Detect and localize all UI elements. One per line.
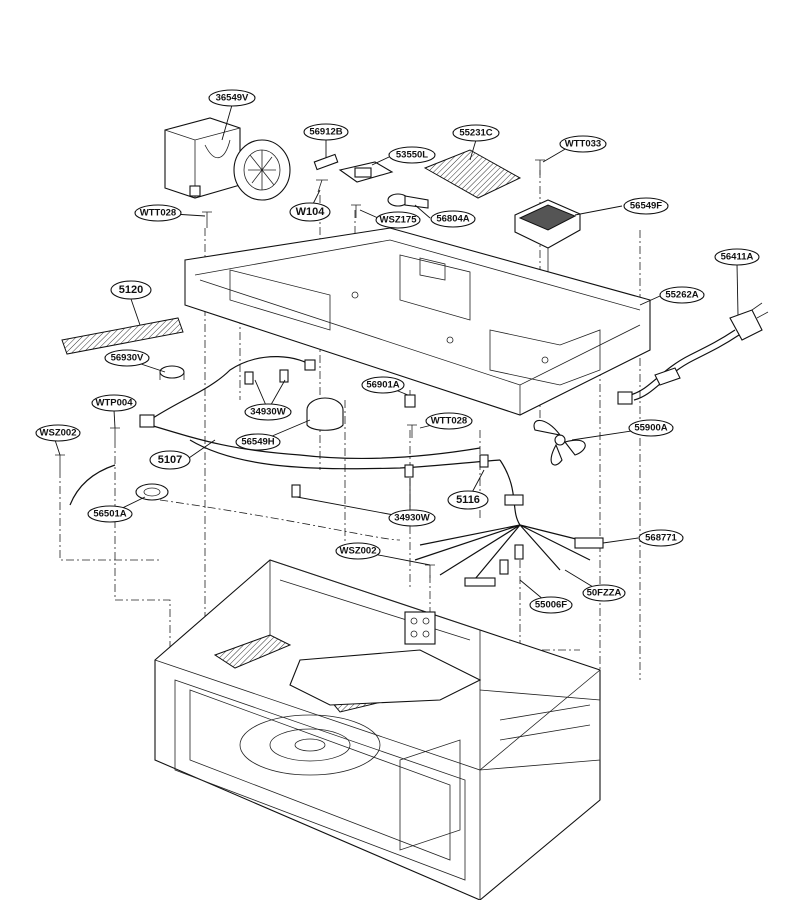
- callout-50fzza: 50FZZA: [582, 584, 626, 602]
- svg-text:WSZ175: WSZ175: [380, 215, 418, 226]
- wire-harness-5107: [139, 356, 501, 498]
- svg-text:55262A: 55262A: [665, 290, 698, 301]
- thermostat-56930v: [159, 365, 185, 380]
- wire-harness-568771: [414, 459, 604, 587]
- duct-5120: [61, 317, 184, 355]
- callout-55006f: 55006F: [529, 596, 573, 614]
- blower-fan-assembly: [164, 117, 291, 201]
- callout-wtt033: WTT033: [559, 135, 607, 153]
- base-plate-55262a: [184, 227, 651, 416]
- svg-text:5116: 5116: [456, 494, 480, 506]
- svg-text:34930W: 34930W: [250, 407, 285, 418]
- power-cord-56411a: [617, 302, 769, 405]
- callout-wtp004: WTP004: [91, 394, 137, 412]
- svg-text:55231C: 55231C: [459, 128, 492, 139]
- callouts: 36549V 56912B 53550L 55231C WTT033 WTT02…: [35, 89, 760, 614]
- callout-55231c: 55231C: [452, 124, 500, 142]
- svg-text:56901A: 56901A: [366, 380, 399, 391]
- callout-56930v: 56930V: [104, 349, 150, 367]
- callout-56901a: 56901A: [361, 376, 405, 394]
- svg-text:56501A: 56501A: [93, 509, 126, 520]
- callout-5107: 5107: [149, 450, 191, 470]
- callout-55262a: 55262A: [659, 286, 705, 304]
- svg-text:56804A: 56804A: [436, 214, 469, 225]
- svg-text:55900A: 55900A: [634, 423, 667, 434]
- sensor-56804a: [387, 193, 429, 209]
- callout-wsz002-mid: WSZ002: [335, 542, 381, 560]
- svg-text:56549F: 56549F: [630, 201, 662, 212]
- callout-34930w-upper: 34930W: [244, 403, 292, 421]
- callout-56411a: 56411A: [714, 248, 760, 266]
- svg-text:55006F: 55006F: [535, 600, 567, 611]
- screws-top: [202, 159, 545, 228]
- thermal-fuse-56912b: [313, 153, 339, 171]
- callout-wtt028-mid: WTT028: [425, 412, 473, 430]
- callout-34930w-lower: 34930W: [388, 509, 436, 527]
- switch-56901a: [404, 390, 416, 408]
- svg-text:56912B: 56912B: [309, 127, 342, 138]
- callout-56501a: 56501A: [87, 505, 133, 523]
- svg-text:WTP004: WTP004: [96, 398, 134, 409]
- fan-blade-55900a: [533, 419, 586, 466]
- motor-56549h: [306, 397, 344, 431]
- callout-wsz175: WSZ175: [375, 211, 421, 229]
- filter-55231c: [423, 149, 522, 199]
- callout-56912b: 56912B: [303, 123, 349, 141]
- svg-text:53550L: 53550L: [396, 150, 428, 161]
- callout-wtt028-top: WTT028: [134, 204, 182, 222]
- svg-text:5107: 5107: [158, 454, 182, 466]
- svg-text:50FZZA: 50FZZA: [587, 588, 622, 599]
- callout-56549h: 56549H: [235, 433, 281, 451]
- svg-text:568771: 568771: [645, 533, 677, 544]
- callout-5120: 5120: [110, 280, 152, 300]
- callout-36549v: 36549V: [208, 89, 256, 107]
- svg-text:36549V: 36549V: [216, 93, 249, 104]
- lamp-socket-56501a: [69, 464, 169, 506]
- oven-cavity: [154, 559, 601, 900]
- callout-5116: 5116: [447, 490, 489, 510]
- callout-53550l: 53550L: [388, 146, 436, 164]
- callout-55900a: 55900A: [628, 419, 674, 437]
- svg-text:WTT028: WTT028: [140, 208, 176, 219]
- svg-text:34930W: 34930W: [394, 513, 429, 524]
- svg-text:56930V: 56930V: [111, 353, 144, 364]
- svg-text:56549H: 56549H: [241, 437, 274, 448]
- callout-w104: W104: [289, 202, 331, 222]
- bracket-53550l: [338, 161, 394, 183]
- svg-text:WTT028: WTT028: [431, 416, 467, 427]
- callout-568771: 568771: [638, 529, 684, 547]
- svg-text:5120: 5120: [119, 284, 143, 296]
- svg-text:56411A: 56411A: [721, 252, 754, 263]
- svg-text:WSZ002: WSZ002: [40, 428, 77, 439]
- callout-56804a: 56804A: [430, 210, 476, 228]
- svg-text:WSZ002: WSZ002: [340, 546, 377, 557]
- callout-56549f: 56549F: [623, 197, 669, 215]
- svg-text:WTT033: WTT033: [565, 139, 601, 150]
- svg-text:W104: W104: [296, 206, 326, 218]
- callout-wsz002-left: WSZ002: [35, 424, 81, 442]
